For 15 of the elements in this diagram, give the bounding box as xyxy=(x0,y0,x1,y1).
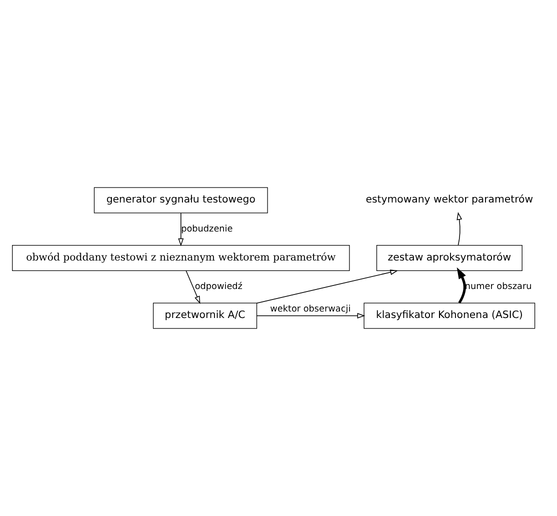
arrow xyxy=(256,313,366,319)
edge-label: wektor obserwacji xyxy=(270,304,351,314)
node-box: obwód poddany testowi z nieznanym wektorem parametrów xyxy=(12,244,350,272)
edge-label: odpowiedź xyxy=(194,282,242,292)
arrow xyxy=(456,267,466,304)
node-text: estymowany wektor parametrów xyxy=(366,194,534,206)
edge-label: pobudzenie xyxy=(181,224,233,234)
arrow xyxy=(178,212,184,246)
arrow xyxy=(456,212,462,246)
arrow xyxy=(186,270,200,304)
node-box: klasyfikator Kohonena (ASIC) xyxy=(364,302,536,329)
arrow xyxy=(256,270,398,304)
node-box: przetwornik A/C xyxy=(152,302,258,329)
node-box: zestaw aproksymatorów xyxy=(376,244,522,272)
node-box: generator sygnału testowego xyxy=(94,187,268,214)
